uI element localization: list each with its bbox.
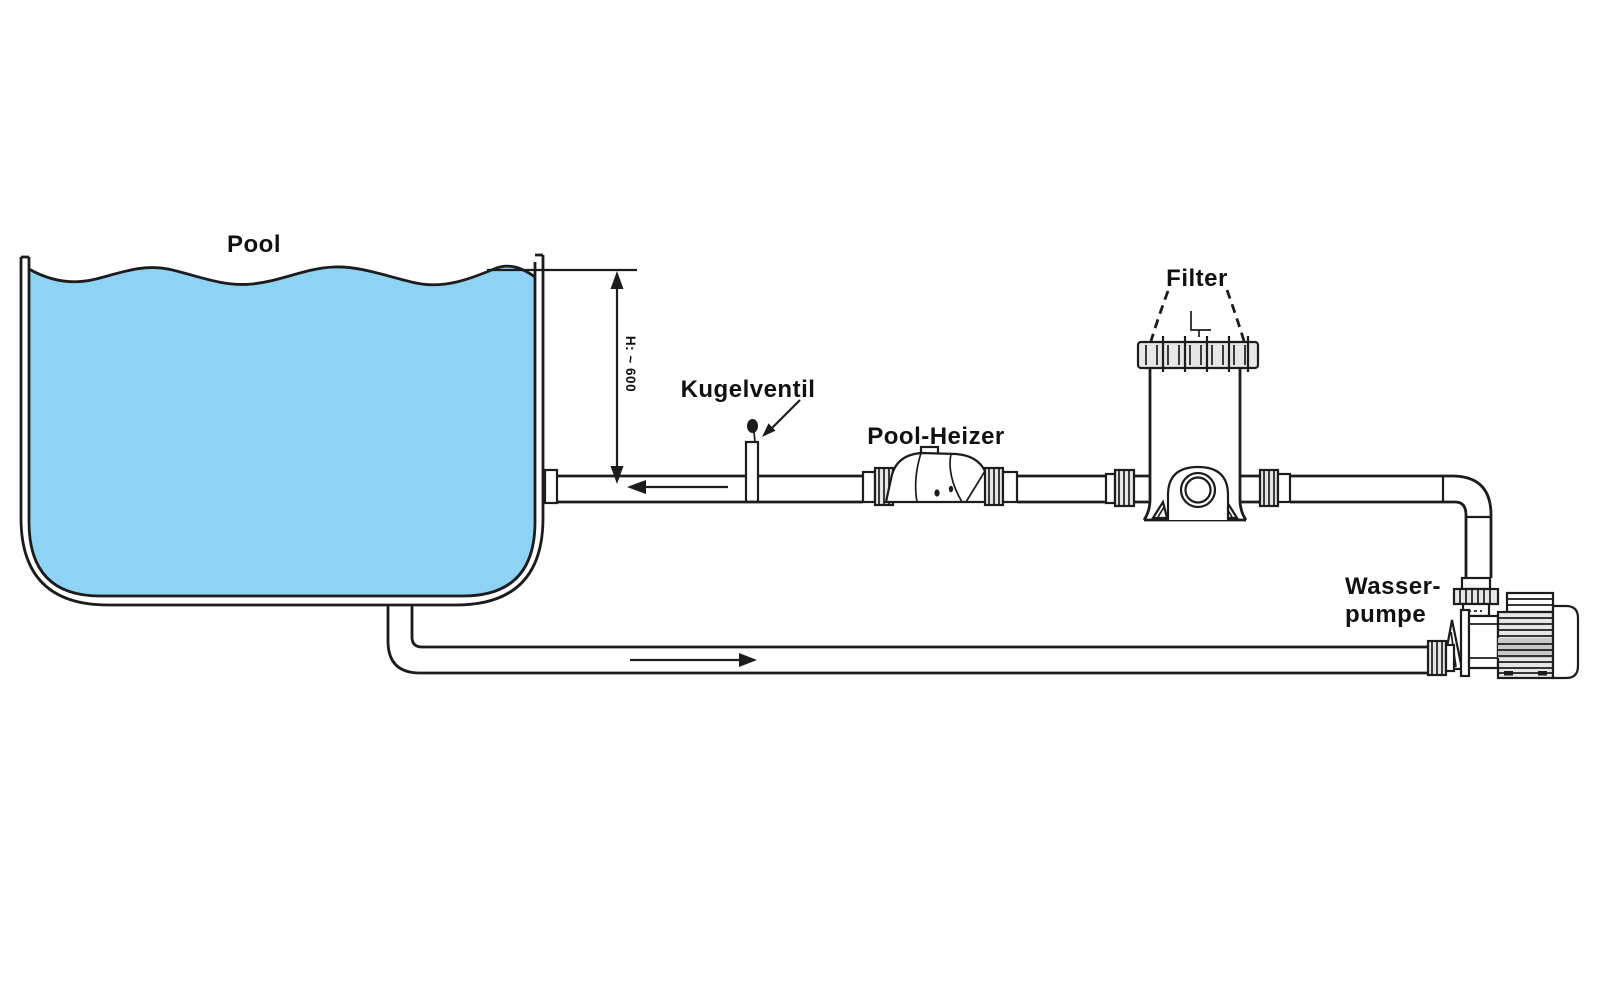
heater-detail-dot-2 <box>948 485 954 493</box>
valve-pointer-line <box>768 399 801 432</box>
heater-body <box>884 451 996 504</box>
filter-dome-dashed-left <box>1149 290 1170 342</box>
suction-pipe-outer <box>386 605 1428 675</box>
dimension-arrowhead-bottom <box>610 466 624 484</box>
elbow-outer <box>1443 474 1493 578</box>
ball-valve-stem <box>744 440 760 504</box>
filter-left-collar <box>1104 472 1117 505</box>
pump-label-line2: pumpe <box>1345 601 1426 628</box>
valve-knob-neck <box>753 431 756 443</box>
ball-valve-label: Kugelventil <box>681 376 816 403</box>
elbow-joints <box>1441 476 1491 519</box>
flow-arrow-left <box>627 480 646 494</box>
pump-casing-bands <box>1469 623 1498 659</box>
motor-terminal-box <box>1505 591 1555 614</box>
pump-flange-plate <box>1459 608 1471 678</box>
filter-foot-left-line <box>1157 506 1165 518</box>
pool-wall-inner <box>27 257 537 598</box>
filter-lid-handle <box>1190 311 1211 337</box>
heater-label: Pool-Heizer <box>867 423 1005 450</box>
motor-foot-right <box>1538 671 1547 676</box>
filter <box>1104 289 1292 522</box>
valve-knob <box>747 419 758 433</box>
pool-label: Pool <box>227 231 281 258</box>
pump-label-line1: Wasser- <box>1345 573 1441 600</box>
dimension: H: ~ 600 <box>487 268 638 484</box>
filter-dome-dashed-right <box>1225 289 1246 342</box>
pump-top-collar <box>1460 576 1492 591</box>
suction-pipe-inner <box>410 605 1428 649</box>
suction-pipe <box>386 605 1428 675</box>
heater-body-seams <box>914 452 986 503</box>
filter-collar-ring <box>1136 340 1260 370</box>
filter-left-nut-ribs <box>1118 471 1130 505</box>
motor-ribs <box>1498 617 1553 674</box>
filter-collar-ribs <box>1145 345 1246 365</box>
pool-wall-outer <box>19 255 545 607</box>
water-pump <box>1426 576 1580 680</box>
pool-wall-caps <box>21 253 543 259</box>
dimension-label: H: ~ 600 <box>623 336 638 392</box>
elbow-inner <box>1443 500 1468 578</box>
filter-collar-bolts <box>1161 336 1250 372</box>
filter-label: Filter <box>1166 265 1228 292</box>
filter-right-nut-ribs <box>1263 471 1275 505</box>
filter-pipe-stubs <box>1133 474 1260 504</box>
pool <box>19 253 545 607</box>
ball-valve <box>747 399 801 443</box>
pool-outlet-fitting <box>543 468 559 505</box>
heater-right-collar <box>1001 470 1019 504</box>
motor-band <box>1498 638 1553 658</box>
flow-arrow-right <box>739 653 757 667</box>
pool-heater <box>861 445 1019 507</box>
filter-port-outer-ring <box>1179 471 1217 509</box>
filter-port-arch <box>1166 465 1230 520</box>
motor-end-cap <box>1551 604 1580 680</box>
filter-port-inner-ring <box>1184 476 1212 504</box>
dimension-arrowhead-top <box>610 271 624 289</box>
motor-foot-left <box>1504 671 1513 676</box>
pool-water <box>29 266 535 596</box>
pump-inlet-nut-ribs <box>1431 642 1443 674</box>
motor-terminal-box-lines <box>1507 598 1553 606</box>
water-surface <box>28 264 536 287</box>
filter-right-collar <box>1276 472 1292 504</box>
return-pipe <box>543 440 1493 578</box>
heater-detail-dot-1 <box>934 489 940 497</box>
heater-left-collar <box>861 470 877 504</box>
pump-inlet-collar <box>1444 643 1456 673</box>
pump-top-nut-ribs <box>1459 590 1491 603</box>
heater-right-nut-ribs <box>988 469 1000 504</box>
labels: Pool Kugelventil Pool-Heizer Filter Wass… <box>227 231 1441 628</box>
valve-pointer-arrowhead <box>762 423 776 437</box>
filter-foot-left <box>1151 499 1169 520</box>
